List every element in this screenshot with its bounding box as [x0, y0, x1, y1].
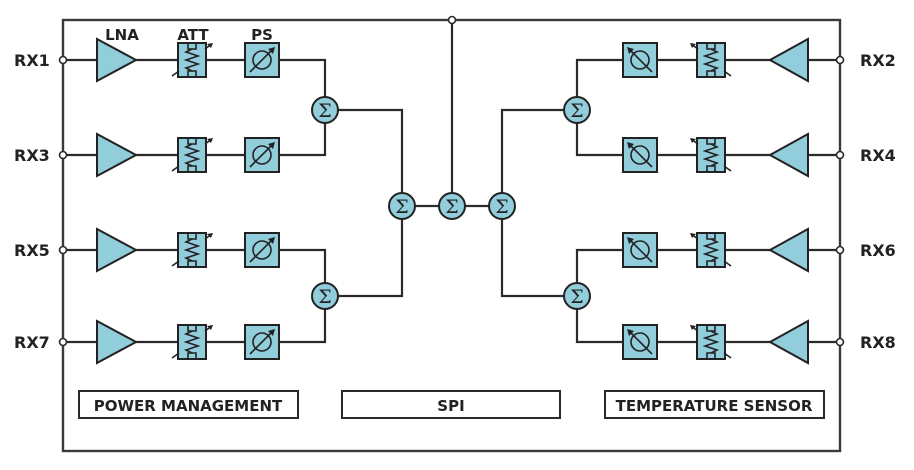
channel-rx3: RX3: [14, 132, 280, 178]
combiner-network: [279, 58, 623, 344]
channel-label: RX5: [14, 241, 50, 260]
phase-shifter-icon: [622, 232, 658, 268]
channel-label: RX1: [14, 51, 50, 70]
port-node-icon: [58, 55, 68, 65]
port-node-icon: [58, 337, 68, 347]
summer-symbol: Σ: [570, 100, 583, 122]
attenuator-icon: [171, 324, 213, 360]
summer-symbol: Σ: [445, 196, 458, 218]
attenuator-icon: [171, 137, 213, 173]
attenuator-icon: [690, 232, 732, 268]
port-node-icon: [58, 150, 68, 160]
header-ps: PS: [251, 26, 273, 44]
lna-icon: [96, 132, 139, 178]
lna-icon: [767, 319, 809, 365]
summer-icon: Σ: [488, 192, 516, 220]
power-management-block: [78, 390, 299, 419]
summer-symbol: Σ: [495, 196, 508, 218]
attenuator-icon: [171, 42, 213, 78]
port-node-icon: [835, 337, 845, 347]
summer-icon: Σ: [563, 96, 591, 124]
channel-rx5: RX5: [14, 227, 280, 273]
attenuator-icon: [690, 137, 732, 173]
attenuator-icon: [171, 232, 213, 268]
channel-rx4: RX4: [622, 132, 896, 178]
temperature-sensor-label: TEMPERATURE SENSOR: [616, 397, 813, 415]
summer-icon: Σ: [438, 192, 466, 220]
port-node-icon: [835, 245, 845, 255]
phase-shifter-icon: [244, 42, 280, 78]
summer-group: Σ Σ Σ Σ Σ Σ Σ: [311, 96, 591, 310]
spi-block: [341, 390, 561, 419]
lna-icon: [767, 37, 809, 83]
lna-icon: [96, 227, 139, 273]
channel-label: RX6: [860, 241, 896, 260]
summer-icon: Σ: [311, 282, 339, 310]
phase-shifter-icon: [622, 324, 658, 360]
channel-label: RX3: [14, 146, 50, 165]
control-node-icon: [447, 15, 457, 25]
phase-shifter-icon: [622, 42, 658, 78]
lna-icon: [767, 227, 809, 273]
header-lna: LNA: [105, 26, 139, 44]
phase-shifter-icon: [244, 137, 280, 173]
summer-symbol: Σ: [570, 286, 583, 308]
port-node-icon: [835, 150, 845, 160]
channel-rx2: RX2: [622, 37, 896, 83]
temperature-sensor-block: [604, 390, 825, 419]
phase-shifter-icon: [244, 232, 280, 268]
channel-label: RX2: [860, 51, 896, 70]
lna-icon: [767, 132, 809, 178]
spi-label: SPI: [437, 397, 464, 415]
lna-icon: [96, 319, 139, 365]
summer-icon: Σ: [311, 96, 339, 124]
power-management-label: POWER MANAGEMENT: [94, 397, 283, 415]
header-att: ATT: [177, 26, 209, 44]
channel-rx8: RX8: [622, 319, 896, 365]
port-node-icon: [58, 245, 68, 255]
summer-icon: Σ: [563, 282, 591, 310]
attenuator-icon: [690, 324, 732, 360]
lna-icon: [96, 37, 139, 83]
port-node-icon: [835, 55, 845, 65]
channel-rx7: RX7: [14, 319, 280, 365]
channel-label: RX7: [14, 333, 50, 352]
phase-shifter-icon: [244, 324, 280, 360]
attenuator-icon: [690, 42, 732, 78]
channel-label: RX8: [860, 333, 896, 352]
summer-symbol: Σ: [395, 196, 408, 218]
channel-label: RX4: [860, 146, 896, 165]
phase-shifter-icon: [622, 137, 658, 173]
summer-symbol: Σ: [318, 100, 331, 122]
channel-rx6: RX6: [622, 227, 896, 273]
summer-icon: Σ: [388, 192, 416, 220]
summer-symbol: Σ: [318, 286, 331, 308]
channel-rx1: RX1: [14, 37, 280, 83]
